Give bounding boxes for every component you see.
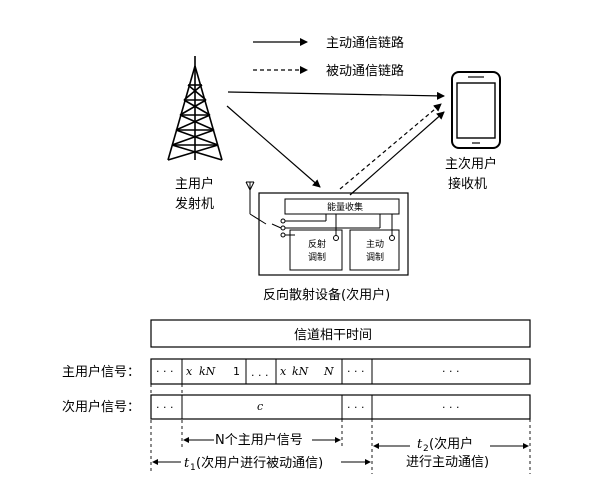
arrow-tx-to-receiver (227, 91, 445, 100)
coherence-box (150, 319, 531, 348)
t1-label-bg (181, 453, 341, 470)
dots-r1-b: · · · (251, 369, 268, 382)
dots-r1-a: · · · (156, 365, 173, 378)
t2-symbol: t (417, 437, 423, 452)
reflect-mod-label-2: 调制 (308, 251, 326, 263)
coherence-label: 信道相干时间 (294, 328, 372, 343)
receiver-label-1: 主次用户 (445, 156, 497, 172)
primary-tx-label-1: 主用户 (175, 176, 214, 192)
arrow-device-passive (339, 103, 442, 190)
span-n-label: N个主用户信号 (215, 432, 303, 448)
t2-label-bg (410, 435, 490, 451)
reflect-mod-label-1: 反射 (308, 238, 326, 250)
legend-passive-label: 被动通信链路 (326, 63, 404, 79)
span-label-bg (214, 431, 312, 447)
device-outer-box (258, 192, 409, 276)
primary-tx-label-2: 发射机 (175, 196, 214, 212)
tower-icon (167, 56, 223, 161)
device-caption: 反向散射设备(次用户) (263, 287, 390, 303)
timeline: 信道相干时间 主用户信号： 次用户信号： · · · x kN 1 · · · … (62, 319, 531, 474)
dots-r1-c: · · · (347, 365, 364, 378)
active-mod-label-2: 调制 (366, 251, 384, 263)
phone-icon (451, 71, 501, 149)
secondary-signal-label: 次用户信号： (62, 399, 140, 415)
sym-x1: x (186, 365, 193, 378)
arrow-tx-to-device (226, 105, 321, 188)
guide-lines (150, 384, 531, 474)
sym-c: c (257, 400, 263, 413)
sym-x2: x (280, 365, 287, 378)
switch-icon (271, 214, 395, 241)
t1-subscript: 1 (190, 463, 196, 473)
secondary-signal-row (150, 394, 531, 420)
sym-N: N (323, 365, 334, 378)
t2-label2-bg (404, 453, 504, 469)
arrow-device-active (349, 111, 445, 196)
legend-active-label: 主动通信链路 (326, 35, 404, 51)
primary-signal-row (150, 358, 531, 385)
backscatter-device: 能量收集 反射 调制 主动 调制 (245, 181, 409, 276)
dots-r2-b: · · · (347, 401, 364, 414)
primary-signal-label: 主用户信号： (62, 364, 140, 380)
sym-kN1: kN (199, 365, 216, 378)
dots-r2-c: · · · (442, 401, 459, 414)
energy-harvest-label: 能量收集 (327, 201, 363, 213)
t1-symbol: t (184, 456, 190, 471)
reflect-mod-box (289, 229, 343, 271)
t2-label-2: 进行主动通信) (406, 455, 489, 470)
energy-harvest-box (284, 198, 400, 215)
active-mod-box (349, 229, 400, 271)
dots-r1-d: · · · (442, 365, 459, 378)
sym-kN2: kN (292, 365, 309, 378)
t2-label: (次用户 (429, 436, 473, 452)
receiver-label-2: 接收机 (448, 176, 487, 192)
active-mod-label-1: 主动 (366, 238, 384, 250)
t2-subscript: 2 (423, 444, 429, 454)
antenna-icon (245, 181, 267, 225)
sym-one: 1 (233, 365, 240, 378)
legend: 主动通信链路 被动通信链路 (253, 35, 404, 79)
t1-label: (次用户进行被动通信) (196, 455, 323, 471)
dots-r2-a: · · · (156, 401, 173, 414)
